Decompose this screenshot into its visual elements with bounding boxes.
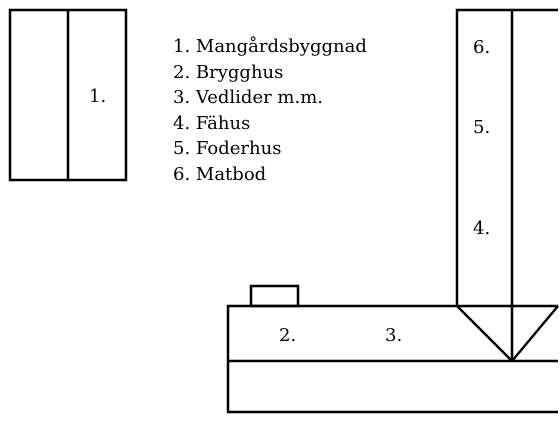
building-2-label: 2. [279, 325, 296, 346]
lower-wing-outline [226, 304, 558, 414]
building-1-mangardsbyggnad: 1. [8, 8, 128, 182]
legend-item: 1. Mangårdsbyggnad [173, 36, 367, 57]
legend-item: 3. Vedlider m.m. [173, 87, 324, 109]
building-6-label: 6. [473, 37, 490, 58]
corner-hip-left [456, 305, 513, 362]
legend-item: 5. Foderhus [173, 138, 282, 160]
building-3-label: 3. [385, 325, 402, 346]
vertical-wing: 6. 5. 4. [455, 8, 558, 361]
legend: 1. Mangårdsbyggnad 2. Brygghus 3. Vedlid… [173, 34, 367, 188]
vertical-wing-outline [455, 8, 558, 306]
building-4-label: 4. [473, 218, 490, 239]
building-1-label: 1. [89, 86, 106, 107]
lower-wing: 2. 3. [226, 304, 559, 414]
legend-item: 2. Brygghus [173, 61, 284, 83]
brygghus-annex [249, 284, 300, 308]
corner-hip-right [511, 305, 559, 362]
legend-item: 6. Matbod [173, 163, 267, 185]
legend-item: 4. Fähus [173, 112, 251, 134]
building-5-label: 5. [473, 117, 490, 138]
